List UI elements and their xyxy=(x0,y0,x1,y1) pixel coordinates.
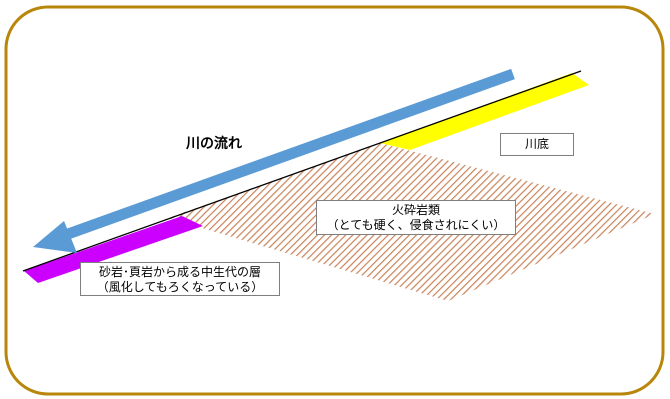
igneous-rock-label-line2: （とても硬く、侵食されにくい） xyxy=(326,218,506,232)
igneous-rock-label-line1: 火砕岩類 xyxy=(391,203,440,217)
riverbed-layer xyxy=(380,73,589,150)
sediment-layer-label-line1: 砂岩･頁岩から成る中生代の層 xyxy=(98,265,261,279)
sediment-layer-label-line2: （風化してもろくなっている） xyxy=(96,280,264,294)
sediment-layer-label: 砂岩･頁岩から成る中生代の層 （風化してもろくなっている） xyxy=(80,262,280,296)
riverbed-label: 川底 xyxy=(500,133,574,156)
river-flow-arrow xyxy=(33,68,515,253)
igneous-rock-label: 火砕岩類 （とても硬く、侵食されにくい） xyxy=(316,200,516,235)
sediment-layer xyxy=(24,216,203,283)
ground-surface-line xyxy=(22,70,582,272)
river-flow-label: 川の流れ xyxy=(186,136,242,152)
